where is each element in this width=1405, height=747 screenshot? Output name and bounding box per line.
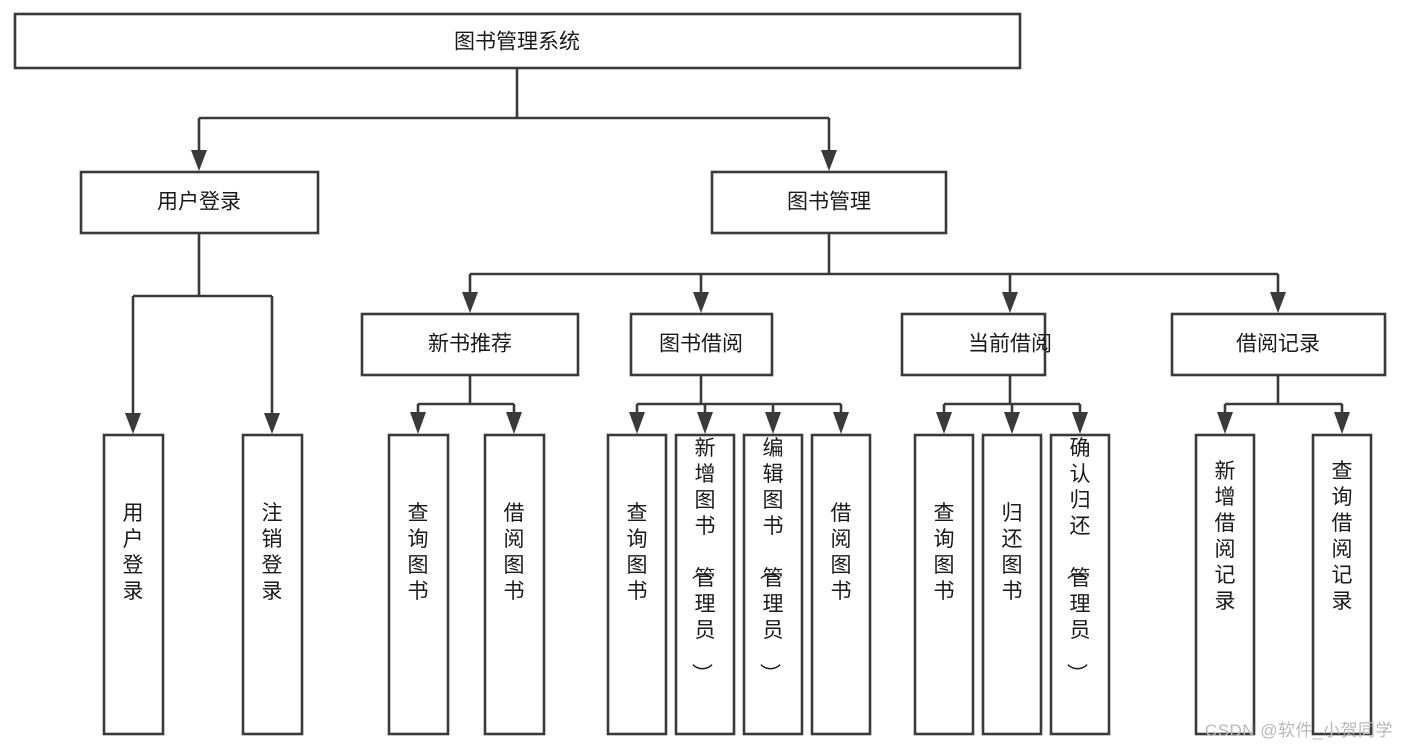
node-leaf-query-book-1-label: 查询图书 bbox=[408, 502, 429, 603]
arrow-book-management bbox=[821, 150, 837, 171]
arrow-leaf-query-book-1 bbox=[410, 412, 426, 434]
arrow-leaf-confirm-return bbox=[1072, 412, 1088, 434]
node-user-login-box[interactable] bbox=[79, 170, 320, 235]
node-leaf-logout-label: 注销登录 bbox=[262, 502, 283, 603]
node-leaf-user-login-box[interactable] bbox=[102, 433, 165, 736]
node-borrow-record-box[interactable] bbox=[1170, 312, 1387, 377]
arrow-leaf-query-record bbox=[1334, 412, 1350, 434]
node-leaf-borrow-book-2-box[interactable] bbox=[810, 433, 872, 736]
node-leaf-query-record-label: 查询借阅记录 bbox=[1332, 460, 1353, 613]
node-leaf-borrow-book-1-box[interactable] bbox=[483, 433, 546, 736]
node-leaf-add-record-box[interactable] bbox=[1194, 433, 1256, 736]
node-leaf-add-record-label: 新增借阅记录 bbox=[1215, 460, 1236, 613]
node-leaf-add-book-box[interactable] bbox=[674, 433, 736, 736]
arrow-current-borrow bbox=[1002, 292, 1018, 313]
node-leaf-borrow-book-2-label: 借阅图书 bbox=[831, 502, 852, 603]
arrow-leaf-logout bbox=[264, 413, 280, 434]
connector-group bbox=[125, 68, 1350, 434]
node-leaf-query-book-1-box[interactable] bbox=[387, 433, 450, 736]
node-leaf-logout[interactable]: 注销登录 bbox=[241, 433, 304, 736]
node-book-borrow[interactable]: 图书借阅 bbox=[629, 312, 774, 377]
node-current-borrow-box[interactable] bbox=[900, 312, 1047, 377]
node-new-book-recommend-label: 新书推荐 bbox=[428, 333, 512, 356]
node-leaf-query-record-box[interactable] bbox=[1311, 433, 1373, 736]
node-new-book-recommend-box[interactable] bbox=[360, 312, 580, 377]
node-root-label: 图书管理系统 bbox=[454, 31, 580, 54]
node-leaf-logout-box[interactable] bbox=[241, 433, 304, 736]
node-leaf-return-book-label: 归还图书 bbox=[1002, 502, 1023, 603]
node-leaf-query-book-3[interactable]: 查询图书 bbox=[913, 433, 975, 736]
node-leaf-query-book-2-label: 查询图书 bbox=[627, 502, 648, 603]
arrow-leaf-query-book-2 bbox=[629, 412, 645, 434]
node-user-login[interactable]: 用户登录 bbox=[79, 170, 320, 235]
arrow-user-login bbox=[191, 150, 207, 171]
arrow-leaf-query-book-3 bbox=[936, 412, 952, 434]
node-borrow-record[interactable]: 借阅记录 bbox=[1170, 312, 1387, 377]
node-leaf-return-book[interactable]: 归还图书 bbox=[981, 433, 1043, 736]
node-book-borrow-box[interactable] bbox=[629, 312, 774, 377]
node-leaf-confirm-return-box[interactable] bbox=[1049, 433, 1111, 736]
node-leaf-query-book-3-box[interactable] bbox=[913, 433, 975, 736]
node-leaf-add-record[interactable]: 新增借阅记录 bbox=[1194, 433, 1256, 736]
node-leaf-edit-book[interactable]: 编辑图书（管理员） bbox=[742, 433, 804, 736]
node-leaf-query-book-3-label: 查询图书 bbox=[934, 502, 955, 603]
arrow-leaf-user-login bbox=[125, 413, 141, 434]
node-leaf-query-book-2-box[interactable] bbox=[606, 433, 668, 736]
node-leaf-borrow-book-2[interactable]: 借阅图书 bbox=[810, 433, 872, 736]
node-leaf-user-login-label: 用户登录 bbox=[123, 502, 144, 603]
node-leaf-return-book-box[interactable] bbox=[981, 433, 1043, 736]
arrow-borrow-record bbox=[1270, 292, 1286, 313]
node-book-management[interactable]: 图书管理 bbox=[710, 170, 948, 235]
arrow-leaf-borrow-book-1 bbox=[506, 412, 522, 434]
arrow-leaf-add-record bbox=[1217, 412, 1233, 434]
arrow-leaf-return-book bbox=[1004, 412, 1020, 434]
node-book-management-box[interactable] bbox=[710, 170, 948, 235]
arrow-book-borrow bbox=[693, 292, 709, 313]
node-leaf-borrow-book-1-label: 借阅图书 bbox=[504, 502, 525, 603]
arrow-new-book-recommend bbox=[462, 292, 478, 313]
node-user-login-label: 用户登录 bbox=[157, 191, 241, 214]
arrow-leaf-add-book bbox=[697, 412, 713, 434]
node-book-borrow-label: 图书借阅 bbox=[659, 333, 743, 356]
node-leaf-borrow-book-1[interactable]: 借阅图书 bbox=[483, 433, 546, 736]
node-root-box[interactable] bbox=[13, 12, 1022, 70]
node-leaf-add-book-label: 新增图书（管理员） bbox=[690, 437, 716, 684]
node-borrow-record-label: 借阅记录 bbox=[1236, 333, 1320, 356]
node-leaf-query-record[interactable]: 查询借阅记录 bbox=[1311, 433, 1373, 736]
node-leaf-edit-book-label: 编辑图书（管理员） bbox=[758, 437, 784, 684]
node-current-borrow-label: 当前借阅 bbox=[968, 333, 1052, 356]
node-book-management-label: 图书管理 bbox=[787, 191, 871, 214]
node-new-book-recommend[interactable]: 新书推荐 bbox=[360, 312, 580, 377]
node-leaf-query-book-1[interactable]: 查询图书 bbox=[387, 433, 450, 736]
node-leaf-confirm-return[interactable]: 确认归还（管理员） bbox=[1049, 433, 1111, 736]
node-current-borrow[interactable]: 当前借阅 bbox=[900, 312, 1052, 377]
node-leaf-user-login[interactable]: 用户登录 bbox=[102, 433, 165, 736]
arrow-leaf-borrow-book-2 bbox=[833, 412, 849, 434]
node-leaf-confirm-return-label: 确认归还（管理员） bbox=[1065, 437, 1091, 684]
node-leaf-edit-book-box[interactable] bbox=[742, 433, 804, 736]
node-leaf-add-book[interactable]: 新增图书（管理员） bbox=[674, 433, 736, 736]
node-root[interactable]: 图书管理系统 bbox=[13, 12, 1022, 70]
arrow-leaf-edit-book bbox=[765, 412, 781, 434]
node-leaf-query-book-2[interactable]: 查询图书 bbox=[606, 433, 668, 736]
